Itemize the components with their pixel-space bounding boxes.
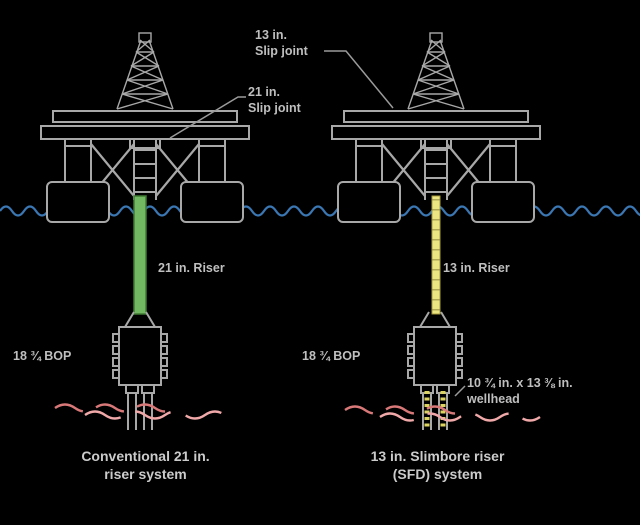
label-bop-right: 18 ¾ BOP [302,349,361,363]
riser-13in [431,195,441,315]
leader-slip-joint-21 [169,96,246,139]
label-slip-joint-21: 21 in. Slip joint [248,84,301,116]
label-slip-joint-13-line2: Slip joint [255,44,308,58]
label-slip-joint-13-line1: 13 in. [255,28,287,42]
left-rig [39,31,251,224]
label-bop-left: 18 ¾ BOP [13,349,72,363]
caption-left-line1: Conventional 21 in. [81,448,210,464]
label-wellhead: 10 ¾ in. x 13 ⅜ in. wellhead [467,375,573,407]
label-riser-13: 13 in. Riser [443,261,510,275]
label-wellhead-line2: wellhead [467,392,520,406]
caption-left-line2: riser system [104,466,187,482]
caption-right-line2: (SFD) system [392,466,483,482]
label-slip-joint-21-line1: 21 in. [248,85,280,99]
label-slip-joint-21-line2: Slip joint [248,101,301,115]
label-slip-joint-13: 13 in. Slip joint [255,27,308,59]
caption-right-line1: 13 in. Slimbore riser [370,448,505,464]
caption-conventional-system: Conventional 21 in. riser system [38,447,253,483]
right-rig [330,31,542,224]
riser-21in [133,195,147,315]
label-wellhead-line1: 10 ¾ in. x 13 ⅜ in. [467,376,573,390]
leader-slip-joint-13 [324,50,394,109]
seafloor [54,403,541,422]
label-riser-21: 21 in. Riser [158,261,225,275]
leader-lines [169,50,466,397]
caption-sfd-system: 13 in. Slimbore riser (SFD) system [330,447,545,483]
leader-wellhead [454,385,466,397]
